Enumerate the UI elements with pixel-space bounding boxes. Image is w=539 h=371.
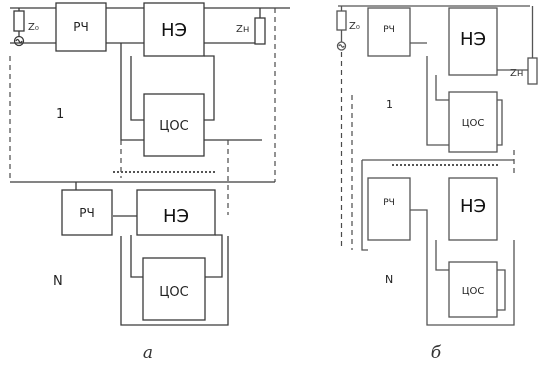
loop-right-bottom-b: [497, 269, 506, 311]
source-resistor-b: [336, 10, 347, 31]
loop-inner-left-top: [130, 56, 144, 121]
ne-block-bottom-b: [448, 177, 498, 241]
index-last-a: N: [53, 274, 63, 289]
loop-inner-left-bottom: [130, 235, 143, 278]
loop-inner-right-bottom: [205, 234, 223, 278]
cos-block-top: [143, 93, 205, 157]
loop-right-top-b: [497, 99, 503, 146]
index-last-b: N: [385, 273, 393, 286]
load-label-b: Zн: [510, 68, 523, 79]
cos-block-bottom: [142, 257, 206, 321]
ne-label-bottom: НЭ: [163, 206, 189, 227]
index-first-a: 1: [56, 107, 64, 122]
caption-b: б: [431, 343, 442, 363]
ne-label-bottom-b: НЭ: [460, 196, 486, 217]
cos-label-bottom: ЦОС: [159, 285, 188, 300]
sine-wave-icon-b: [338, 44, 345, 48]
loop-inner-bottom-b: [435, 240, 449, 271]
rch-label-bottom: РЧ: [79, 206, 94, 220]
cos-label-bottom-b: ЦОС: [462, 286, 485, 297]
loop-inner-right-top: [204, 55, 215, 121]
loop-inner-top-b: [435, 75, 449, 101]
load-lead-b: [497, 6, 534, 71]
panel-a: Z₀ РЧ НЭ ЦОС Zн 1 РЧ: [9, 2, 290, 363]
source-label-a: Z₀: [28, 22, 39, 33]
ne-label-top: НЭ: [161, 20, 187, 41]
rch-block-top: [55, 2, 107, 52]
ne-block-top-b: [448, 7, 498, 76]
panel-b: Z₀ РЧ НЭ ЦОС Zн 1 РЧ НЭ: [336, 5, 538, 363]
load-resistor-b: [527, 57, 538, 85]
loop-outer-bottom: [120, 236, 229, 326]
ne-label-top-b: НЭ: [460, 29, 486, 50]
sine-wave-icon: [15, 38, 23, 44]
ne-block-bottom: [136, 189, 216, 236]
lower-left-feed-b: [361, 160, 368, 251]
loop-outer-bottom-b: [410, 209, 515, 326]
cos-label-top: ЦОС: [159, 119, 188, 134]
cos-block-bottom-b: [448, 261, 498, 318]
ne-block-top: [143, 2, 205, 57]
cos-label-top-b: ЦОС: [462, 118, 485, 129]
rch-label-top: РЧ: [73, 20, 88, 34]
load-label-a: Zн: [236, 24, 249, 35]
rch-block-bottom-b: [367, 177, 411, 241]
loop-left-top-b: [426, 56, 449, 146]
rch-label-bottom-b: РЧ: [383, 198, 395, 208]
source-label-b: Z₀: [349, 21, 360, 32]
rch-label-top-b: РЧ: [383, 25, 395, 35]
cos-block-top-b: [448, 91, 498, 153]
caption-a: а: [143, 343, 153, 363]
index-first-b: 1: [386, 98, 393, 111]
source-resistor: [13, 10, 25, 32]
rch-block-top-b: [367, 7, 411, 57]
load-resistor: [254, 17, 266, 45]
rch-block-bottom: [61, 189, 113, 236]
